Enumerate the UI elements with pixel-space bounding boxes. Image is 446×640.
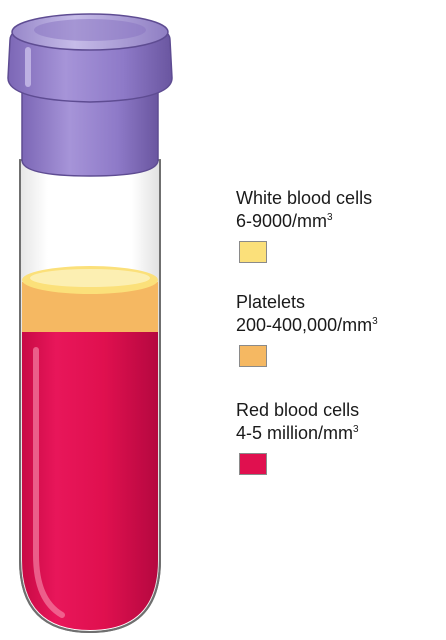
red-blood-cells-layer (22, 330, 158, 630)
legend-label: Red blood cells (236, 400, 360, 420)
legend-item-red-blood-cells: Red blood cells 4-5 million/mm3 (236, 399, 359, 475)
legend-item-white-blood-cells: White blood cells 6-9000/mm3 (236, 187, 372, 263)
legend-swatch-white-blood-cells (239, 241, 267, 263)
test-tube-diagram (7, 13, 173, 634)
legend-swatch-red-blood-cells (239, 453, 267, 475)
legend-item-platelets: Platelets 200-400,000/mm3 (236, 291, 378, 367)
tube-highlight (33, 347, 65, 618)
legend-value: 200-400,000/mm3 (236, 315, 378, 335)
legend-swatch-platelets (239, 345, 267, 367)
liquid-surface (30, 269, 150, 287)
tube-outline (19, 160, 161, 634)
legend-value: 4-5 million/mm3 (236, 423, 359, 443)
legend-label: White blood cells (236, 188, 373, 208)
cap-body (21, 91, 159, 177)
legend-label: Platelets (236, 292, 306, 312)
cap-top-recess (34, 19, 146, 41)
legend-value: 6-9000/mm3 (236, 211, 333, 231)
